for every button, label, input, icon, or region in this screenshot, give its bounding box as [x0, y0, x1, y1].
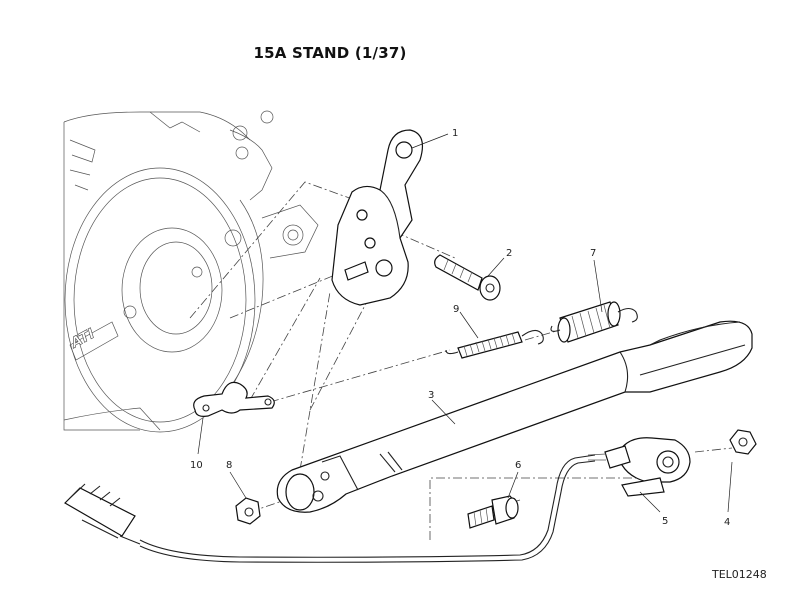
- callout-10: 10: [190, 460, 203, 471]
- callout-1: 1: [452, 128, 458, 139]
- callout-4: 4: [724, 517, 730, 528]
- leader-lines: [197, 133, 733, 513]
- callout-2: 2: [506, 248, 512, 259]
- drawing-code: TEL01248: [711, 568, 767, 581]
- part-2-bolt: [434, 254, 501, 301]
- callout-6: 6: [515, 460, 521, 471]
- engine-brand-text: ATI: [67, 326, 97, 352]
- connector-cable: [64, 454, 596, 563]
- callouts: 1 2 3 4 5 6 7 8 9 10: [190, 128, 730, 528]
- part-3-side-stand: [276, 320, 753, 513]
- callout-7: 7: [590, 248, 596, 259]
- part-7-spring: [550, 301, 638, 343]
- callout-5: 5: [662, 516, 668, 527]
- part-9-spring: [445, 329, 544, 359]
- engine-casing: ATI: [63, 110, 319, 433]
- part-5-sensor: [587, 437, 691, 497]
- part-6-screw: [467, 495, 519, 529]
- part-8-nut: [235, 497, 261, 525]
- page-title: 15A STAND (1/37): [253, 44, 407, 62]
- callout-8: 8: [226, 460, 232, 471]
- part-10-plate: [193, 381, 275, 417]
- callout-3: 3: [428, 390, 434, 401]
- callout-9: 9: [453, 304, 459, 315]
- part-4-screw: [729, 429, 757, 455]
- part-1-stand-bracket: [331, 129, 423, 306]
